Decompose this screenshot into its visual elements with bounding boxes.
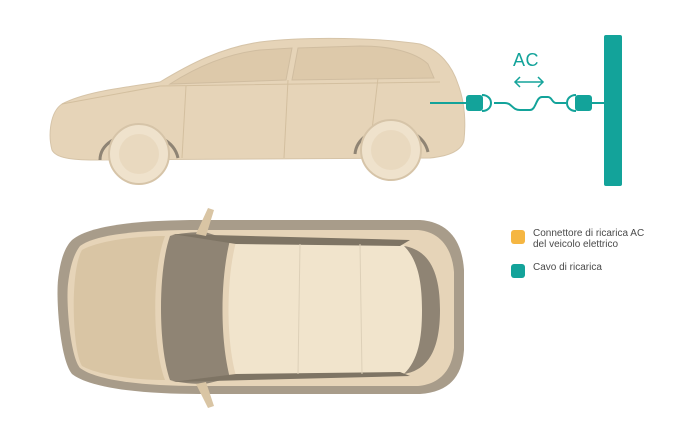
car-side-window-rear [291,45,435,81]
legend-label-connector: Connettore di ricarica AC del veicolo el… [533,228,645,250]
legend-item-cable: Cavo di ricarica [511,262,691,278]
car-top-roof [228,242,428,376]
mirror-top [196,208,214,236]
legend-label-cable: Cavo di ricarica [533,262,602,273]
charging-station-post [604,35,622,186]
ac-label: AC [513,50,540,70]
legend-swatch-teal [511,264,525,278]
vehicle-connector [466,95,483,111]
bidirectional-arrow-icon [513,76,545,88]
charging-cable [430,35,622,186]
car-side-window-front [168,47,293,85]
legend: Connettore di ricarica AC del veicolo el… [511,228,691,290]
legend-item-connector: Connettore di ricarica AC del veicolo el… [511,228,691,250]
car-top-view [57,208,465,408]
station-connector [575,95,592,111]
car-side-view [49,37,466,185]
legend-swatch-orange [511,230,525,244]
mirror-bottom [196,382,214,408]
